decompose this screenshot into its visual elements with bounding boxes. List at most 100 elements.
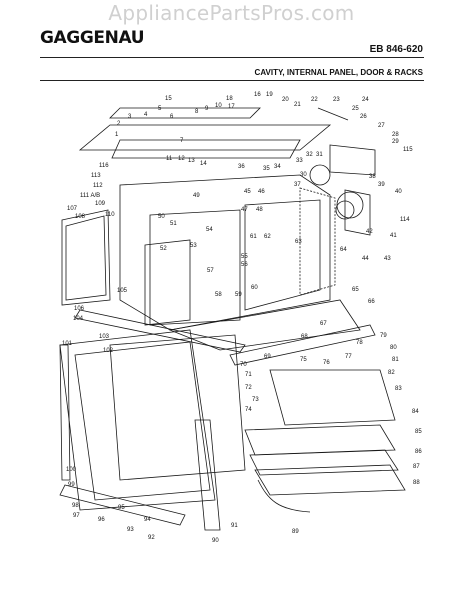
callout-19: 19 [266,92,273,98]
fan-motor [336,191,364,219]
callout-105: 105 [117,288,128,294]
callout-59: 59 [235,292,242,298]
callout-77: 77 [345,354,352,360]
floor-rail [229,324,376,366]
internal-panel [61,209,111,306]
callout-112: 112 [93,183,103,189]
callout-108: 108 [75,214,86,220]
callout-48: 48 [256,207,263,213]
subtitle-rule [40,80,424,81]
callout-33: 33 [296,158,303,164]
callout-2: 2 [117,121,121,127]
callout-100: 100 [66,467,77,473]
rack-middle [249,449,399,476]
callout-89: 89 [292,529,299,535]
callout-110: 110 [105,212,115,218]
cavity-floor [168,299,361,351]
callout-95: 95 [118,505,125,511]
callout-28: 28 [392,132,399,138]
callout-69: 69 [264,354,271,360]
callout-74: 74 [245,407,252,413]
model-number: EB 846-620 [369,44,423,55]
callout-38: 38 [369,174,376,180]
callout-96: 96 [98,517,105,523]
callout-62: 62 [264,234,271,240]
callout-68: 68 [301,334,308,340]
callout-72: 72 [245,385,252,391]
brand-logo: GAGGENAU [40,28,145,48]
callout-30: 30 [300,172,307,178]
door-frame-outer [59,329,216,511]
rack-lower [254,464,406,496]
callout-9: 9 [205,106,209,112]
callout-25: 25 [352,106,359,112]
door-glass-inner [109,334,246,481]
callout-90: 90 [212,538,219,544]
callout-114: 114 [400,217,410,223]
callout-104: 104 [73,316,84,322]
callout-6: 6 [170,114,174,120]
callout-106: 106 [74,306,85,312]
callout-3: 3 [128,114,132,120]
watermark: AppliancePartsPros.com [108,1,355,25]
callout-17: 17 [228,104,235,110]
callout-41: 41 [390,233,397,239]
callout-43: 43 [384,256,391,262]
probe-cable [257,479,311,513]
callout-36: 36 [238,164,245,170]
callout-42: 42 [366,229,373,235]
blower [309,164,331,186]
callout-115: 115 [403,147,413,153]
callout-83: 83 [395,386,402,392]
callout-79: 79 [380,333,387,339]
callout-86: 86 [415,449,422,455]
callout-71: 71 [245,372,252,378]
door-side-trim-right [194,419,221,531]
callout-15: 15 [165,96,172,102]
callout-93: 93 [127,527,134,533]
callout-40: 40 [395,189,402,195]
callout-18: 18 [226,96,233,102]
callout-57: 57 [207,268,214,274]
callout-70: 70 [240,362,247,368]
cavity-front-face [149,209,241,326]
callout-21: 21 [294,102,301,108]
top-cover [111,139,301,159]
callout-102: 102 [103,348,114,354]
callout-49: 49 [193,193,200,199]
callout-32: 32 [306,152,313,158]
callout-98: 98 [72,503,79,509]
internal-panel-frame [65,215,107,301]
callout-45: 45 [244,189,251,195]
callout-16: 16 [254,92,261,98]
callout-87: 87 [413,464,420,470]
cavity-insulation [299,187,336,296]
callout-88: 88 [413,480,420,486]
cavity-back-wall [244,199,321,311]
callout-20: 20 [282,97,289,103]
top-panel [78,124,332,151]
callout-53: 53 [190,243,197,249]
callout-56: 56 [241,262,248,268]
callout-39: 39 [378,182,385,188]
callout-54: 54 [206,227,213,233]
callout-113: 113 [91,173,101,179]
callout-55: 55 [241,254,248,260]
callout-44: 44 [362,256,369,262]
callout-14: 14 [200,161,207,167]
callout-75: 75 [300,357,307,363]
callout-81: 81 [392,357,399,363]
door-bottom-trim [59,484,186,526]
callout-66: 66 [368,299,375,305]
part-outlines [59,107,406,531]
callout-107: 107 [67,206,78,212]
callout-24: 24 [362,97,369,103]
callout-37: 37 [294,182,301,188]
callout-97: 97 [73,513,80,519]
tube-part [317,107,349,121]
door-glass [74,341,211,501]
fan-wheel [335,200,355,220]
callout-52: 52 [160,246,167,252]
callout-8: 8 [195,109,199,115]
callout-103: 103 [99,334,110,340]
